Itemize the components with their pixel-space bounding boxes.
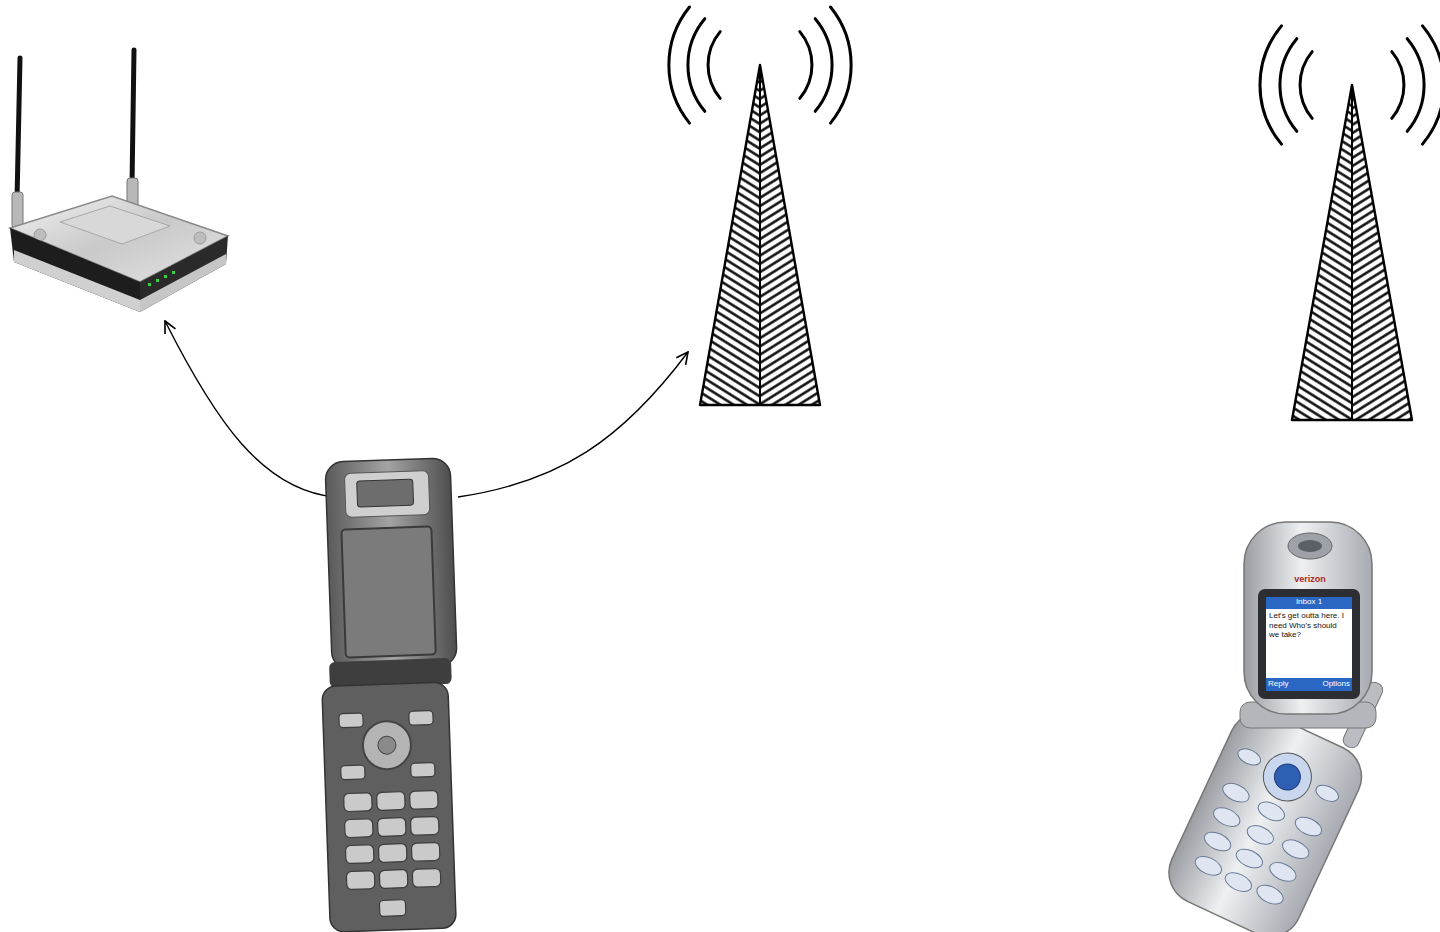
flip-phone — [412, 868, 441, 887]
radio-waves — [1260, 26, 1281, 144]
radio-waves — [669, 7, 690, 123]
flip-phone — [378, 736, 397, 755]
flip-phone — [410, 790, 439, 809]
wireless-router — [10, 50, 228, 312]
radio-waves — [1300, 52, 1312, 119]
screen-heading: Inbox 1 — [1266, 597, 1352, 607]
flip-phone — [409, 711, 433, 726]
radio-waves — [831, 7, 852, 123]
flip-phone — [1256, 745, 1320, 809]
wireless-router — [140, 236, 228, 312]
flip-phone — [1158, 522, 1385, 932]
flip-phone — [1158, 702, 1372, 932]
wireless-router — [132, 50, 134, 185]
wireless-router — [60, 206, 170, 244]
radio-waves — [708, 32, 720, 99]
message-text: Let's get outta here. I need Who's shoul… — [1269, 611, 1349, 640]
flip-phone — [325, 458, 457, 670]
cell-tower — [669, 7, 851, 405]
radio-waves — [800, 32, 812, 99]
flip-phone — [1267, 859, 1299, 885]
flip-phone — [322, 682, 457, 932]
flip-phone — [1244, 822, 1276, 848]
wireless-router — [156, 279, 159, 282]
flip-phone — [344, 471, 429, 518]
flip-phone — [1298, 540, 1322, 552]
signal-arrow — [165, 321, 335, 497]
wireless-router — [148, 283, 151, 286]
radio-waves — [688, 19, 705, 112]
wireless-router — [172, 271, 175, 274]
flip-phone — [410, 816, 439, 835]
flip-phone — [1270, 760, 1305, 795]
cell-tower — [700, 65, 820, 405]
flip-phone — [1211, 804, 1243, 830]
flip-phone — [344, 819, 373, 838]
wireless-router — [148, 271, 175, 286]
flip-phone — [1266, 678, 1352, 691]
flip-phone — [411, 762, 435, 777]
flip-phone — [1192, 853, 1224, 879]
flip-phone — [341, 526, 435, 657]
flip-phone — [339, 710, 442, 917]
flip-phone — [341, 765, 365, 780]
flip-phone — [1292, 813, 1324, 839]
wireless-router — [17, 58, 20, 200]
flip-phone — [1288, 533, 1332, 559]
signal-arrow — [458, 352, 688, 497]
wireless-router — [194, 232, 206, 244]
flip-phone — [344, 793, 373, 812]
flip-phone — [1202, 828, 1234, 854]
flip-phone — [377, 818, 406, 837]
flip-phone — [1185, 746, 1341, 913]
flip-phone — [1158, 702, 1372, 932]
flip-phone — [379, 870, 408, 889]
flip-phone — [357, 479, 414, 507]
cell-tower — [1351, 85, 1353, 420]
flip-phone — [339, 713, 363, 728]
flip-phone — [1254, 881, 1286, 907]
flip-phone — [1222, 869, 1254, 895]
radio-waves — [1423, 26, 1440, 144]
flip-phone — [1258, 589, 1360, 699]
wireless-router — [164, 275, 167, 278]
flip-phone — [1235, 746, 1263, 769]
cell-tower — [1292, 85, 1412, 420]
flip-phone — [314, 458, 466, 932]
flip-phone — [362, 720, 412, 770]
flip-phone — [1255, 798, 1287, 824]
flip-phone — [1266, 597, 1352, 609]
wireless-router — [140, 254, 226, 312]
softkey-label: Reply — [1268, 679, 1304, 689]
flip-phone — [345, 845, 374, 864]
radio-waves — [1392, 52, 1404, 119]
flip-phone — [378, 844, 407, 863]
wireless-router — [14, 250, 140, 312]
wireless-router — [12, 192, 23, 228]
flip-phone — [1313, 782, 1341, 805]
flip-phone — [1266, 597, 1352, 691]
flip-phone — [379, 900, 406, 917]
cell-tower — [759, 65, 761, 405]
flip-phone — [1244, 522, 1372, 714]
radio-waves — [815, 19, 832, 112]
cell-tower — [1260, 26, 1440, 420]
flip-phone — [1220, 780, 1252, 806]
flip-phone — [411, 842, 440, 861]
brand-name: verizon — [1286, 574, 1334, 585]
wireless-router — [10, 228, 140, 312]
softkey-label: Options — [1306, 679, 1350, 689]
flip-phone — [1233, 845, 1265, 871]
flip-phone — [1280, 836, 1312, 862]
flip-phone — [346, 871, 375, 890]
radio-waves — [669, 7, 851, 123]
radio-waves — [1407, 39, 1424, 132]
flip-phone — [377, 792, 406, 811]
radio-waves — [1260, 26, 1440, 144]
